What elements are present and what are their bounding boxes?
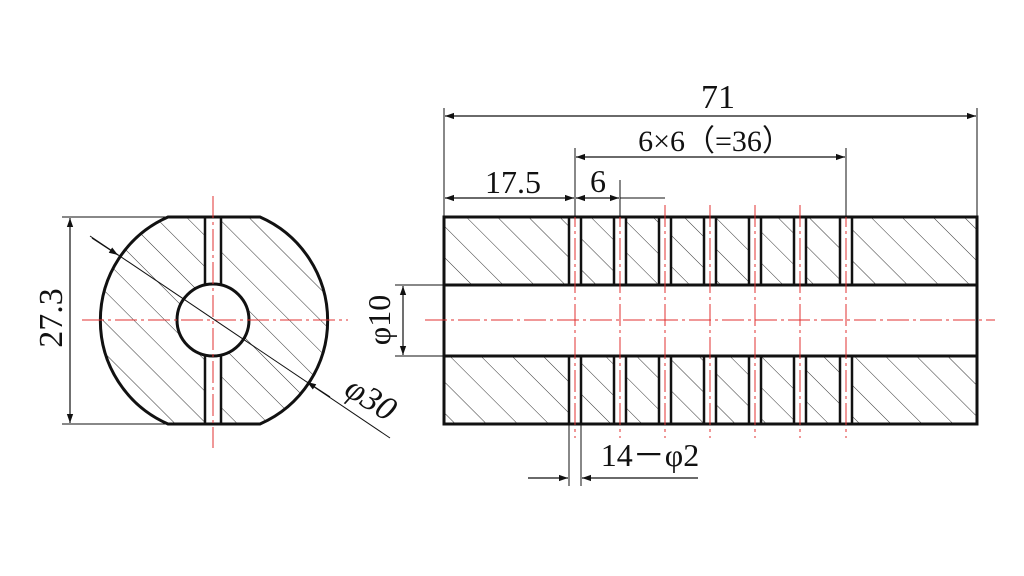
bore-label: φ10: [361, 295, 397, 345]
pitch-dimension: 6×6（=36）: [574, 125, 847, 217]
bore-dimension: φ10: [361, 284, 444, 357]
end-view-outline: [98, 215, 330, 426]
overall-length-label: 71: [701, 79, 735, 116]
slot-lines: [567, 217, 854, 424]
pitch-label: 6×6（=36）: [638, 125, 792, 158]
end-view: 27.3 φ30: [33, 196, 403, 448]
height-label: 27.3: [33, 288, 70, 348]
offset-label: 17.5: [485, 164, 541, 200]
end-view-body: [100, 217, 328, 424]
diameter-label: φ30: [338, 369, 402, 428]
holes-dimension: 14－φ2: [528, 424, 699, 486]
slot-centerlines: [574, 205, 847, 438]
spacing-label: 6: [590, 163, 606, 199]
spacing-dimension: 6: [576, 163, 665, 217]
offset-dimension: 17.5: [445, 164, 574, 202]
holes-label: 14－φ2: [601, 437, 699, 473]
overall-length-dimension: 71: [443, 79, 978, 217]
side-view: 71 6×6（=36） 17.5 6 φ10: [361, 79, 995, 486]
height-dimension: 27.3: [33, 216, 168, 425]
